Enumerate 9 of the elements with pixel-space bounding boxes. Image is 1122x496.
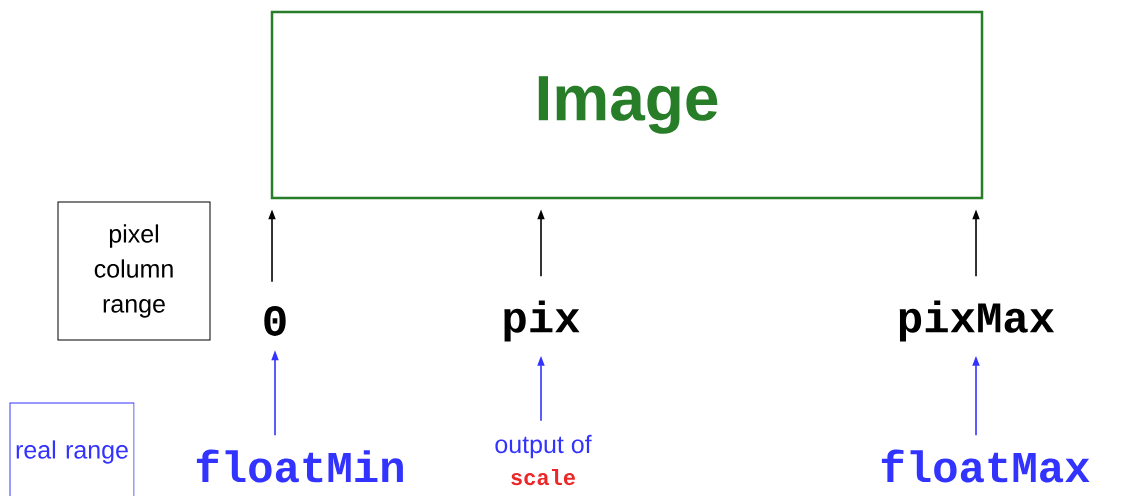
value-text: floatMin [196,449,403,483]
value-text: pix [504,300,580,342]
image-box: Image [270,10,984,200]
label-box: pixel column range [57,201,211,341]
note-text: output of scale [495,434,592,486]
value-text: floatMax [881,449,1090,483]
label-box: real range [9,402,135,496]
value-text: 0 [264,306,286,336]
value-text: pixMax [899,300,1055,342]
